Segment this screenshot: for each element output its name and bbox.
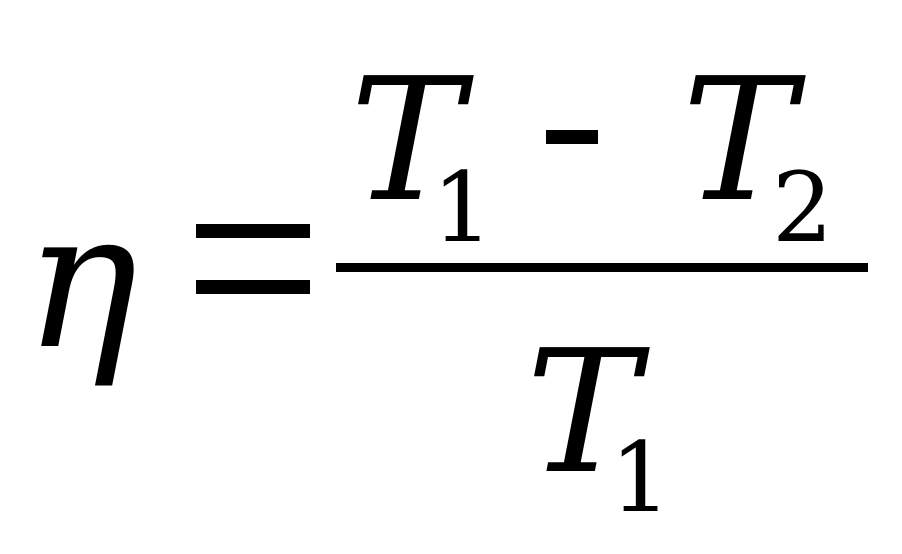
denominator-t1-subscript: 1 [610,422,672,534]
equals-sign [196,224,310,294]
eta-symbol: η [24,170,138,391]
equals-bar-bottom [196,280,310,294]
minus-sign [546,130,598,144]
numerator-t2-variable: T [682,42,796,240]
denominator-t1-variable: T [526,314,640,512]
fraction-bar [336,263,868,272]
numerator-t2-subscript: 2 [772,152,834,264]
numerator-t1-variable: T [350,42,464,240]
numerator-t1-subscript: 1 [432,152,494,264]
equals-bar-top [196,224,310,238]
